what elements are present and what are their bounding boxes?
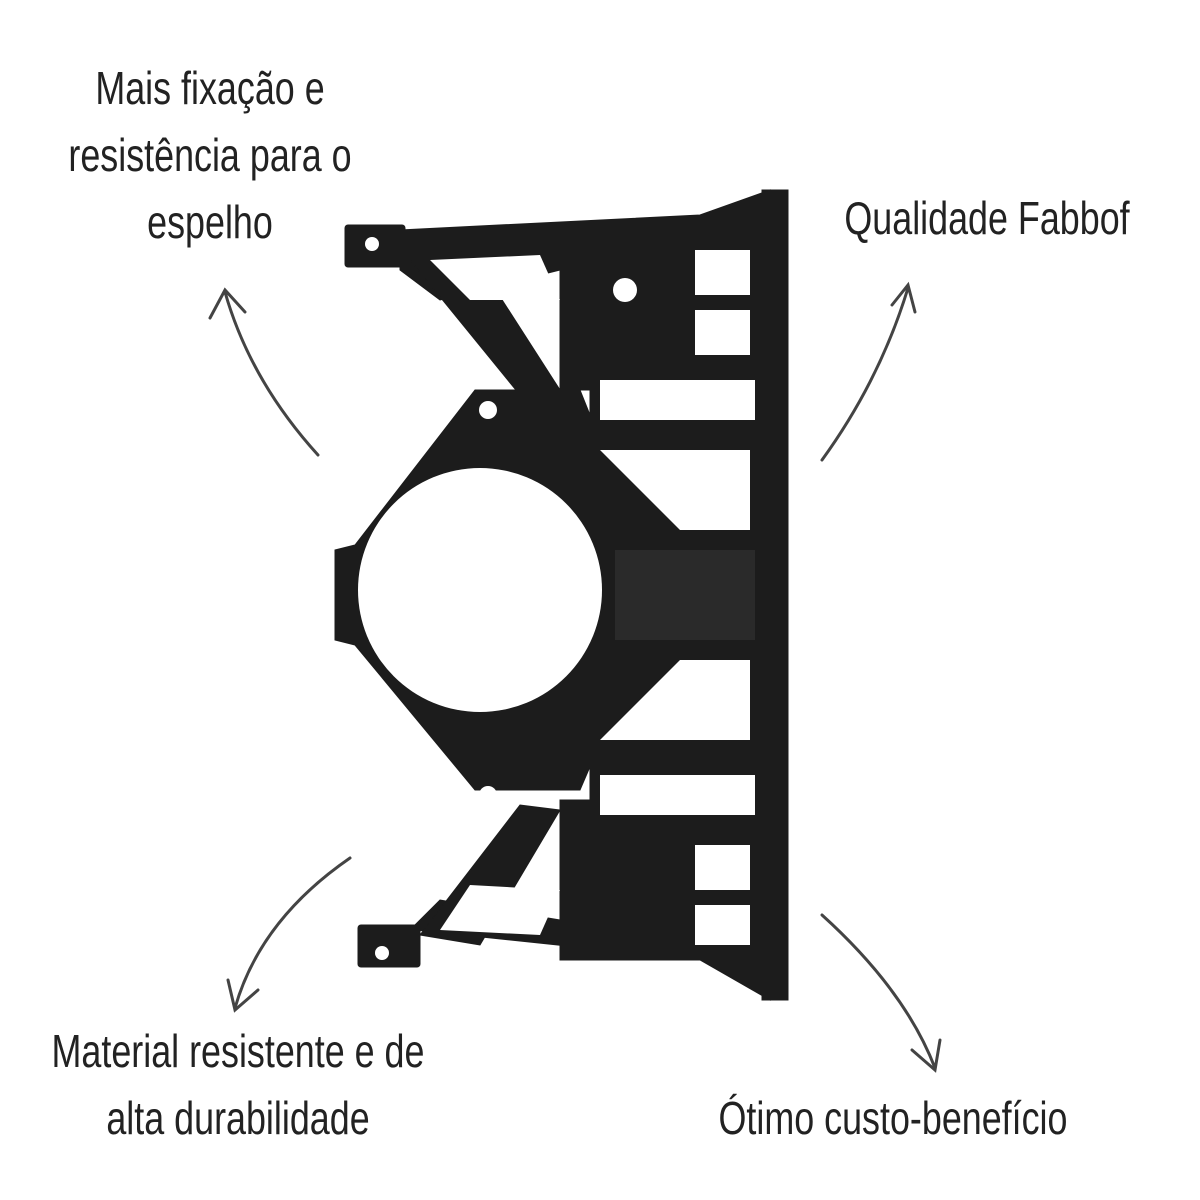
- caption-line: Qualidade Fabbof: [844, 192, 1130, 244]
- caption-line: Ótimo custo-benefício: [718, 1092, 1068, 1144]
- caption-line: alta durabilidade: [106, 1092, 370, 1144]
- caption-material: Material resistente e de alta durabilida…: [35, 1018, 441, 1152]
- caption-value: Ótimo custo-benefício: [714, 1085, 1073, 1152]
- caption-quality: Qualidade Fabbof: [831, 185, 1143, 252]
- caption-line: resistência para o: [68, 129, 352, 181]
- arrow-top-right: [820, 281, 917, 462]
- bracket-cutouts: [358, 237, 755, 960]
- caption-line: Mais fixação e: [95, 62, 325, 114]
- arrow-bottom-right: [820, 913, 942, 1073]
- caption-line: Material resistente e de: [51, 1025, 425, 1077]
- arrow-bottom-left: [226, 856, 352, 1013]
- caption-line: espelho: [147, 196, 273, 248]
- caption-mounting: Mais fixação e resistência para o espelh…: [46, 55, 374, 256]
- arrow-top-left: [208, 287, 320, 457]
